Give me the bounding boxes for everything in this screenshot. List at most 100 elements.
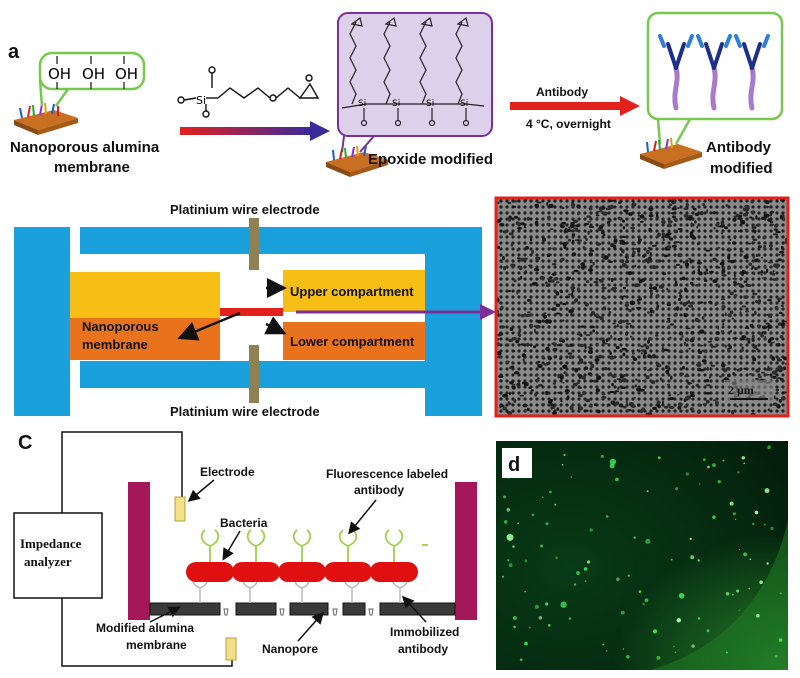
sem-pore	[590, 264, 593, 267]
sem-pore	[677, 207, 680, 210]
sem-pore	[727, 255, 731, 260]
fluorescent-spot	[732, 512, 736, 516]
fluorescent-spot	[626, 655, 630, 659]
sem-pore	[688, 257, 691, 261]
sem-pore	[526, 216, 530, 221]
sem-pore	[496, 355, 502, 359]
bottom-electrode	[249, 345, 259, 403]
sem-pore	[754, 350, 756, 353]
sem-pore	[512, 385, 516, 390]
sem-pore	[609, 390, 615, 394]
sem-pore	[520, 343, 526, 346]
sem-pore	[518, 328, 522, 333]
sem-pore	[687, 300, 691, 304]
sem-pore	[727, 347, 730, 353]
sem-pore	[752, 238, 758, 241]
fluorescent-spot	[738, 609, 740, 612]
sem-pore	[678, 298, 682, 301]
sem-pore	[537, 363, 543, 369]
sem-pore	[772, 278, 778, 281]
sem-pore	[760, 371, 766, 374]
sem-pore	[662, 272, 667, 276]
sem-pore	[778, 311, 783, 315]
fluorescent-spot	[766, 562, 769, 565]
sem-pore	[636, 387, 642, 392]
sem-pore	[506, 411, 510, 414]
antibody-arrow-label: Antibody	[536, 85, 588, 99]
sem-pore	[625, 322, 632, 325]
sem-pore	[517, 382, 520, 386]
sem-pore	[780, 304, 784, 307]
sem-pore	[586, 215, 592, 218]
fluorescent-spot	[697, 617, 701, 620]
sem-pore	[595, 214, 600, 217]
result-label-line1: Antibody	[706, 139, 772, 156]
sem-pore	[574, 298, 577, 304]
sem-pore	[529, 238, 533, 241]
fluorescent-spot	[690, 555, 695, 560]
sem-pore	[576, 204, 581, 209]
sem-pore	[755, 300, 758, 303]
sem-pore	[647, 339, 650, 344]
sem-pore	[570, 313, 573, 317]
fluorescent-spot	[609, 463, 615, 469]
sem-pore	[543, 363, 548, 366]
sem-pore	[750, 268, 753, 270]
panel-c-letter: C	[18, 432, 32, 454]
sem-pore	[666, 287, 669, 291]
sem-pore	[631, 243, 637, 246]
sem-pore	[670, 212, 677, 215]
sem-pore	[648, 337, 653, 341]
sem-pore	[706, 366, 709, 371]
silicon-atom: Si	[196, 94, 206, 107]
sem-pore	[629, 324, 632, 328]
sem-pore	[633, 283, 640, 288]
sem-pore	[549, 276, 553, 280]
sem-pore	[684, 287, 688, 293]
upper-compartment	[283, 270, 425, 312]
bacteria-row	[186, 562, 418, 582]
sem-pore	[689, 301, 695, 305]
sem-pore	[661, 232, 666, 236]
sem-pore	[571, 233, 576, 237]
sem-pore	[537, 201, 542, 204]
sem-pore	[696, 277, 700, 280]
sem-pore	[731, 410, 735, 415]
sem-pore	[555, 303, 561, 308]
sem-pore	[570, 221, 575, 225]
sem-pore	[670, 375, 673, 380]
fluorescent-spot	[502, 575, 505, 578]
sem-pore	[691, 336, 696, 339]
sem-pore	[759, 332, 764, 336]
sem-pore	[545, 281, 548, 285]
sem-pore	[507, 217, 512, 222]
sem-pore	[614, 401, 620, 406]
sem-pore	[529, 323, 533, 328]
sem-pore	[639, 214, 645, 219]
sem-pore	[553, 348, 558, 351]
sem-pore	[534, 328, 537, 334]
sem-pore	[724, 226, 728, 230]
sem-pore	[696, 261, 703, 265]
fluorescent-spot	[555, 556, 558, 560]
sem-pore	[668, 203, 673, 207]
sem-pore	[594, 358, 600, 362]
membrane-chip-1	[14, 102, 78, 135]
sem-pore	[692, 270, 696, 275]
sem-pore	[559, 357, 562, 361]
sem-pore	[661, 346, 665, 351]
upper-label: Upper compartment	[290, 284, 414, 299]
sem-pore	[581, 265, 585, 270]
fluorescent-spot	[645, 538, 651, 544]
sem-pore	[761, 216, 765, 220]
hydroxyl-3: OH	[115, 65, 138, 83]
sem-pore	[678, 291, 681, 295]
sem-pore	[550, 279, 555, 283]
sem-pore	[755, 348, 759, 351]
sem-pore	[721, 268, 726, 274]
sem-pore	[545, 390, 549, 396]
sem-pore	[611, 374, 617, 378]
sem-pore	[661, 400, 664, 405]
sem-pore	[699, 211, 704, 216]
fluorescent-spot	[503, 495, 506, 499]
